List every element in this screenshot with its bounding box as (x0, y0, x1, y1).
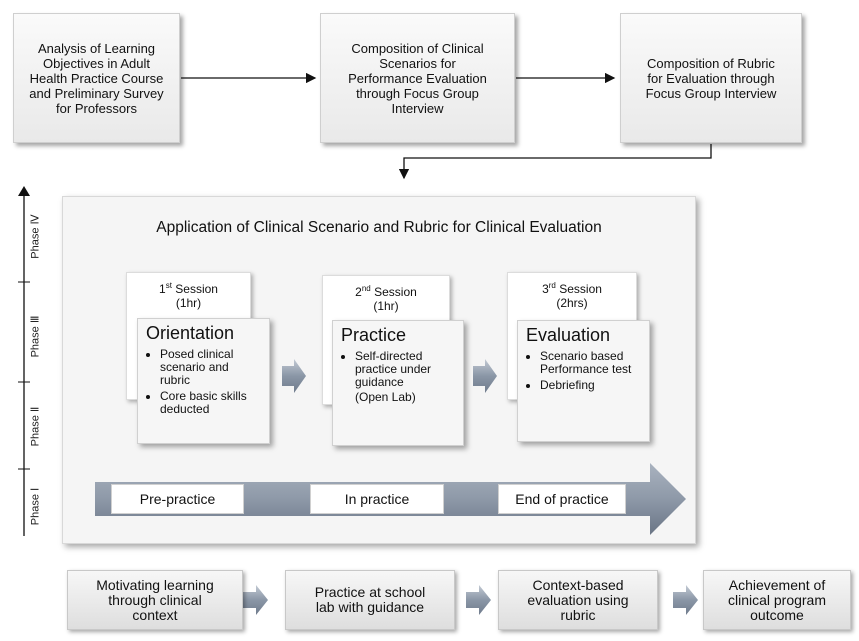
stage-in-practice: In practice (310, 484, 444, 514)
step-rubric-line: for Evaluation through (647, 70, 775, 86)
step-rubric-line: Composition of Rubric (647, 55, 775, 71)
step-analysis-line: Objectives in Adult (43, 55, 150, 71)
bottom-arrow-1 (243, 585, 268, 615)
session-arrow-2 (473, 359, 497, 393)
top-connectors (181, 72, 712, 180)
step-rubric-line: Focus Group Interview (645, 85, 777, 101)
bottom-arrow-2 (466, 585, 491, 615)
outcome-evaluation-box: Context-based evaluation using rubric (498, 570, 658, 630)
step-scenario-line: Interview (391, 100, 444, 116)
session-2-duration: (1hr) (373, 299, 399, 313)
step-scenario-line: through Focus Group (356, 85, 479, 101)
session-1-duration: (1hr) (175, 296, 202, 310)
step-analysis-line: Analysis of Learning (37, 40, 156, 56)
bottom-arrow-3 (673, 585, 698, 615)
phase-axis (18, 186, 30, 536)
step-scenario-line: Composition of Clinical (351, 40, 484, 56)
arrow-3-to-main (398, 144, 712, 180)
step-rubric-box: Composition of Rubric for Evaluation thr… (620, 13, 802, 143)
step-analysis-line: Health Practice Course (29, 70, 164, 86)
step-analysis-line: for Professors (56, 100, 137, 116)
outcome-motivating-box: Motivating learning through clinical con… (67, 570, 243, 630)
stage-end-of-practice: End of practice (498, 484, 626, 514)
application-title: Application of Clinical Scenario and Rub… (156, 219, 602, 236)
session-2-bullet: Self-directed practice under guidance (355, 350, 455, 389)
outcome-achievement-box: Achievement of clinical program outcome (703, 570, 851, 630)
session-1-bullet: Core basic skills deducted (160, 390, 261, 416)
step-scenario-line: Performance Evaluation (348, 70, 487, 86)
session-arrow-1 (282, 359, 306, 393)
step-analysis-line: and Preliminary Survey (29, 85, 164, 101)
step-scenario-box: Composition of Clinical Scenarios for Pe… (320, 13, 515, 143)
session-1-bullet: Posed clinical scenario and rubric (160, 348, 261, 387)
outcome-practice-box: Practice at school lab with guidance (285, 570, 455, 630)
stage-pre-practice: Pre-practice (111, 484, 244, 514)
session-3-title: Evaluation (526, 325, 611, 345)
step-analysis-box: Analysis of Learning Objectives in Adult… (13, 13, 180, 143)
session-2-note: (Open Lab) (355, 390, 416, 404)
session-2-title: Practice (341, 325, 407, 345)
step-scenario-line: Scenarios for (379, 55, 456, 71)
session-2-card: Practice Self-directed practice under gu… (332, 320, 464, 446)
session-1-title: Orientation (146, 323, 235, 343)
session-1-card: Orientation Posed clinical scenario and … (137, 318, 270, 444)
session-3-duration: (2hrs) (556, 296, 588, 310)
session-3-bullet: Scenario based Performance test (540, 350, 641, 376)
session-3-card: Evaluation Scenario based Performance te… (517, 320, 650, 442)
session-3-bullet: Debriefing (540, 379, 641, 392)
